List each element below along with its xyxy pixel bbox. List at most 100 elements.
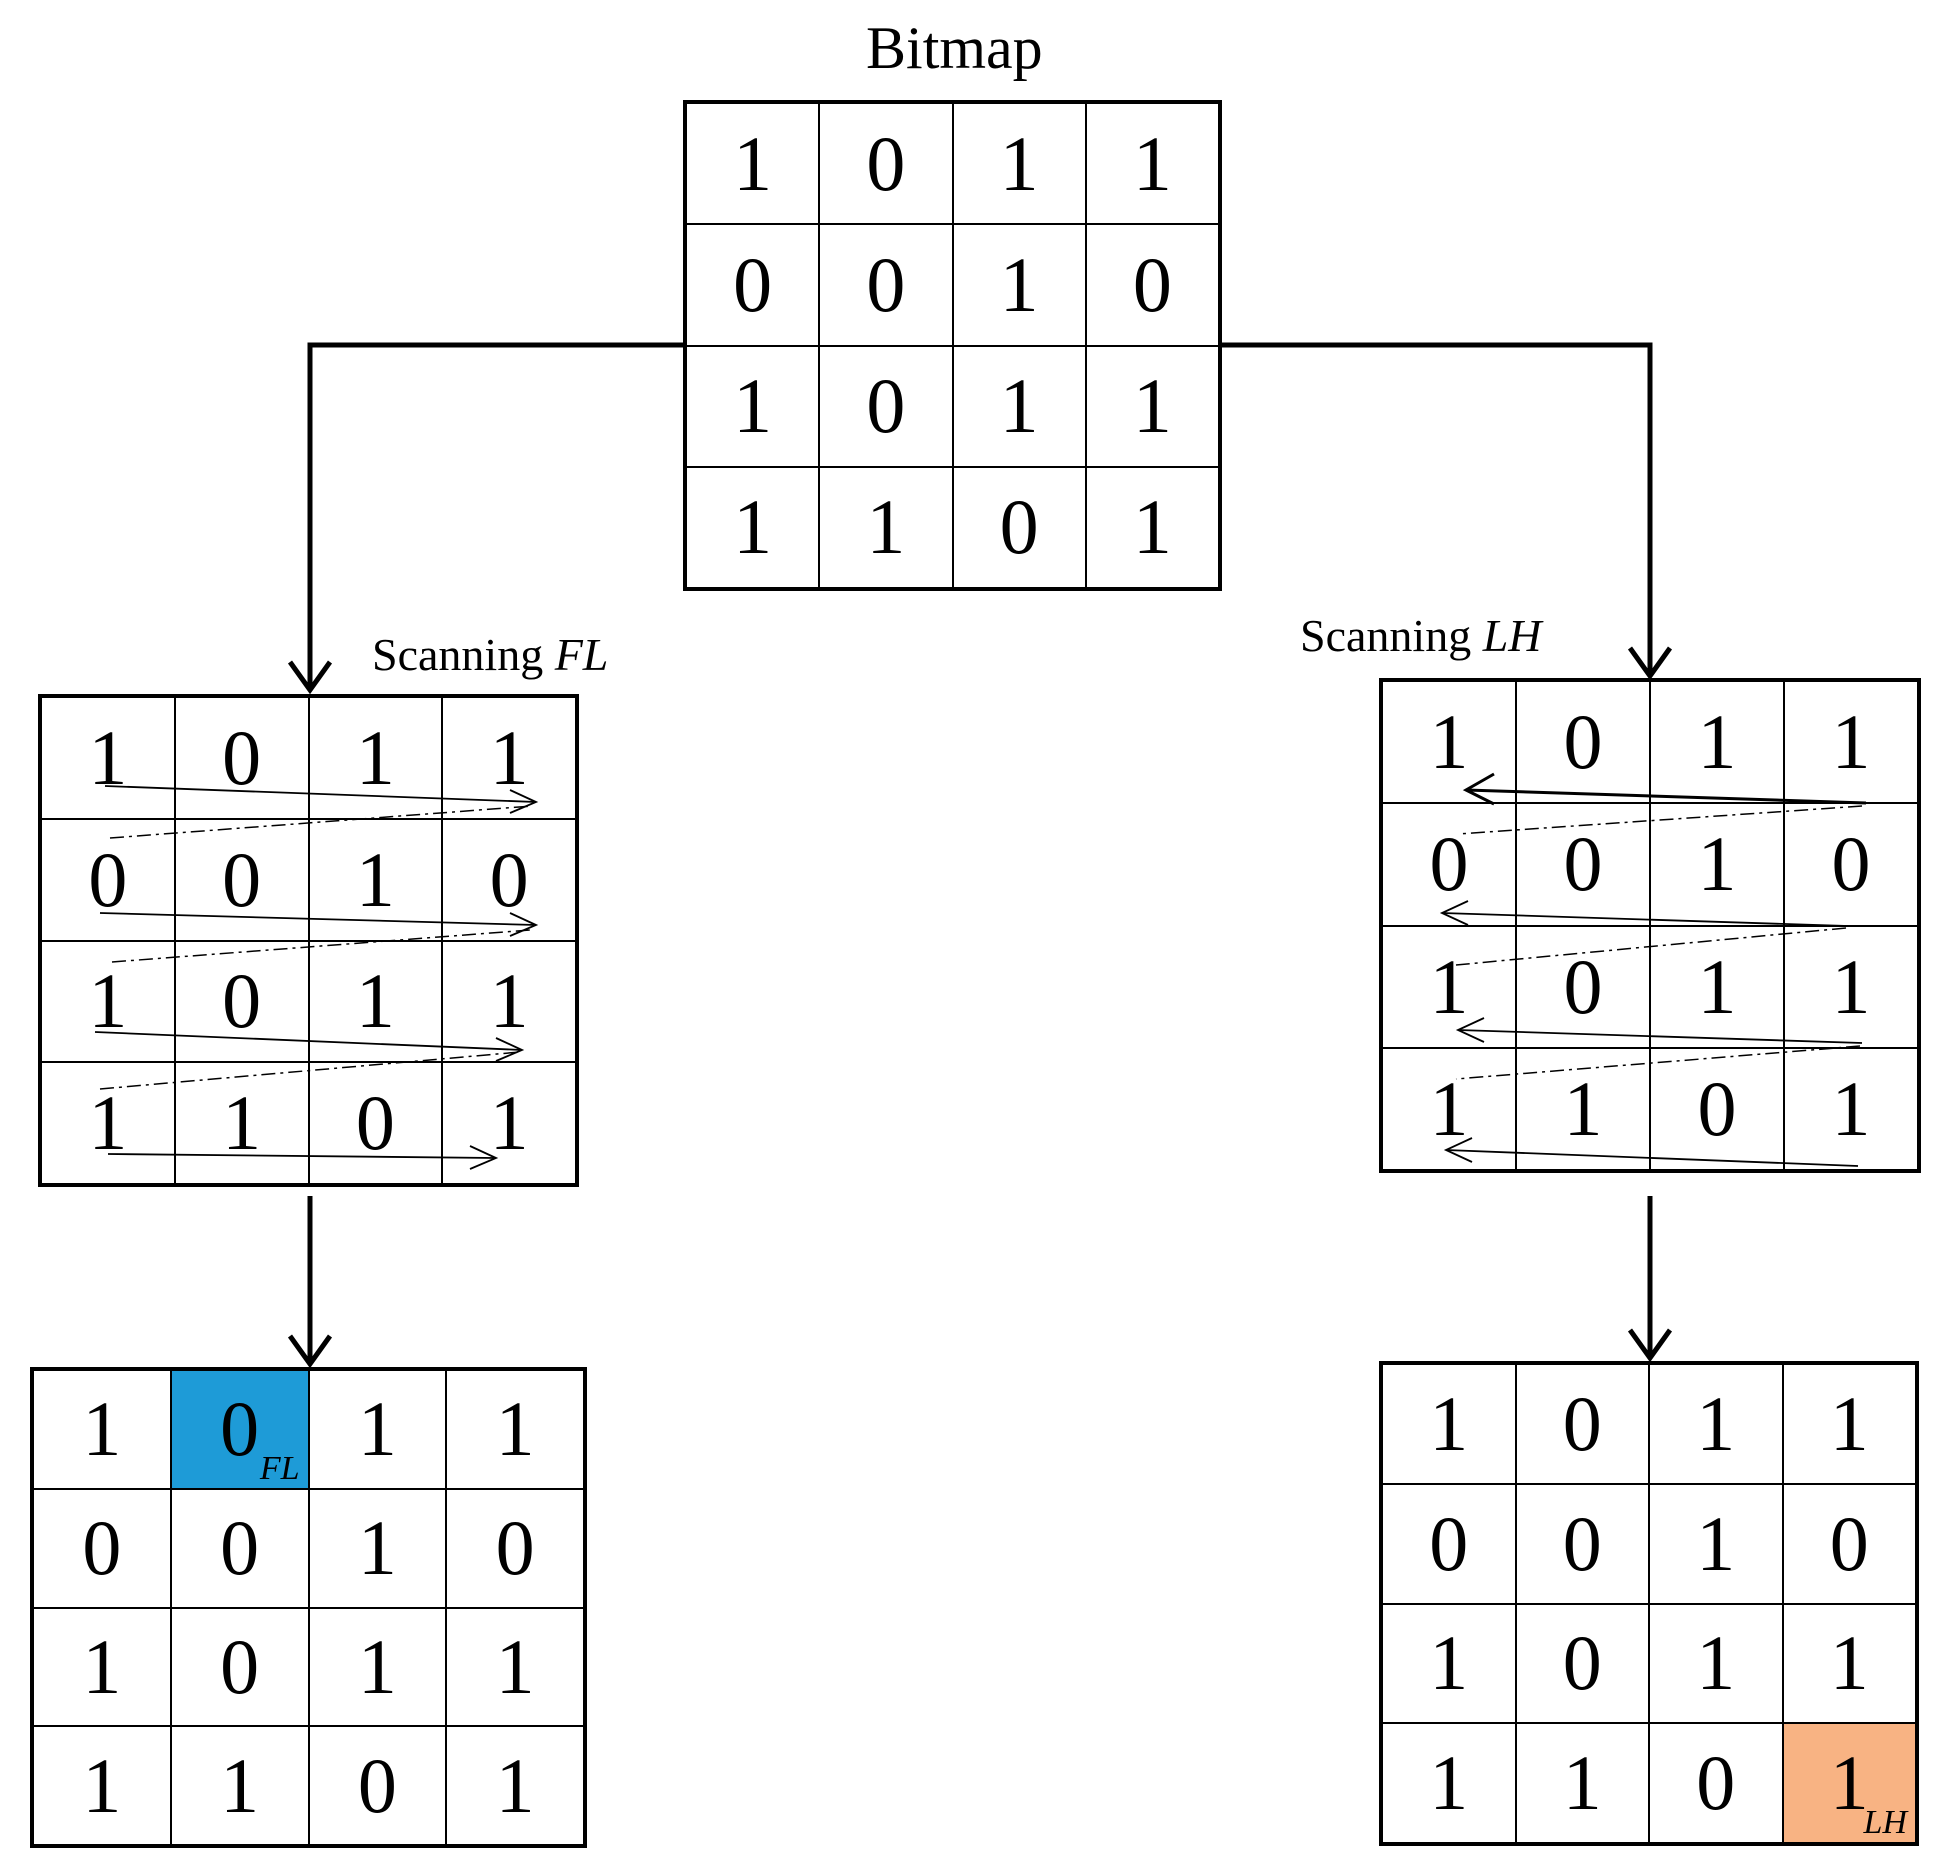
fl-result-cell-value: 0 (220, 1504, 260, 1592)
lh-result-highlight-subscript: LH (1863, 1804, 1907, 1841)
lh-result-cell-value: 0 (1429, 1499, 1469, 1587)
lh-scan-cell: 1 (1382, 925, 1516, 1048)
fl-scan-cell: 1 (442, 940, 576, 1063)
lh-scan-cell-value: 1 (1429, 1064, 1469, 1152)
lh-scan-cell-value: 1 (1429, 942, 1469, 1030)
bitmap-cell-value: 0 (1132, 240, 1172, 328)
fl-result-cell-value: 0 (82, 1504, 122, 1592)
fl-result-cell-value: 1 (357, 1504, 397, 1592)
bitmap-cell-value: 1 (999, 362, 1039, 450)
lh-result-cell-value: 0 (1562, 1499, 1602, 1587)
fl-scan-cell: 1 (442, 697, 576, 819)
fl-result-cell-value: 1 (82, 1741, 122, 1829)
lh-scan-cell: 1 (1650, 925, 1784, 1048)
lh-scan-cell-value: 1 (1831, 1064, 1871, 1152)
bitmap-cell: 0 (819, 103, 953, 225)
fl-scan-cell-value: 1 (489, 713, 529, 801)
fl-scan-cell: 0 (442, 818, 576, 941)
bitmap-cell-value: 1 (866, 483, 906, 571)
fl-result-cell: 1 (308, 1370, 447, 1489)
lh-result-cell: 0 (1782, 1483, 1916, 1604)
fl-scan-cell: 1 (41, 697, 175, 819)
lh-scan-cell: 1 (1382, 1047, 1516, 1170)
lh-result-cell-value: 0 (1562, 1619, 1602, 1707)
bitmap-cell-value: 1 (1132, 483, 1172, 571)
fl-result-cell: 1 (446, 1726, 584, 1845)
fl-scan-cell-value: 0 (88, 835, 128, 923)
bitmap-cell-value: 1 (733, 483, 773, 571)
fl-scan-cell: 0 (41, 818, 175, 941)
fl-result-cell: 1 (33, 1726, 171, 1845)
lh-result-cell: 0 (1515, 1603, 1649, 1724)
fl-scan-cell-value: 0 (355, 1079, 395, 1167)
bitmap-cell: 1 (1085, 466, 1219, 588)
lh-scan-cell: 1 (1650, 681, 1784, 804)
bitmap-cell-value: 0 (999, 483, 1039, 571)
fl-scan-cell-value: 1 (489, 1079, 529, 1167)
lh-result-cell-value: 0 (1696, 1739, 1736, 1827)
fl-result-cell: 1 (308, 1607, 447, 1727)
lh-result-cell-value: 1 (1429, 1739, 1469, 1827)
bitmap-cell: 1 (686, 466, 820, 588)
lh-scan-cell-value: 0 (1563, 820, 1603, 908)
fl-result-cell-value: 1 (357, 1622, 397, 1710)
lh-result-cell-value: 1 (1829, 1379, 1869, 1467)
lh-scan-cell-value: 0 (1429, 820, 1469, 908)
scanning-fl-code: FL (554, 629, 609, 680)
fl-result-cell: 1 (33, 1370, 171, 1489)
lh-scan-cell: 1 (1784, 1047, 1918, 1170)
fl-result-cell: 1 (446, 1370, 584, 1489)
lh-result-cell-value: 1 (1696, 1499, 1736, 1587)
fl-scan-cell-value: 0 (222, 713, 262, 801)
fl-scan-cell-value: 0 (489, 835, 529, 923)
fl-result-cell-value: 0 (220, 1622, 260, 1710)
fl-result-cell: 1 (170, 1726, 309, 1845)
scanning-lh-label: Scanning LH (1300, 609, 1542, 662)
lh-result-cell-value: 0 (1829, 1499, 1869, 1587)
fl-result-cell-value: 1 (82, 1385, 122, 1473)
bitmap-cell: 1 (819, 466, 953, 588)
bitmap-cell-value: 1 (1132, 119, 1172, 207)
lh-scan-cell-value: 1 (1831, 698, 1871, 786)
bitmap-cell: 1 (686, 103, 820, 225)
fl-scan-cell-value: 0 (222, 957, 262, 1045)
scanning-fl-word: Scanning (372, 629, 544, 680)
lh-result-cell: 0 (1649, 1723, 1783, 1843)
bitmap-cell-value: 1 (733, 362, 773, 450)
fl-result-cell: 0 (446, 1488, 584, 1608)
bitmap-cell-value: 1 (733, 119, 773, 207)
lh-result-cell: 1 (1782, 1364, 1916, 1484)
bitmap-cell: 0 (819, 224, 953, 346)
arrowhead-lh-result (1627, 1328, 1673, 1363)
bitmap-cell: 0 (952, 466, 1086, 588)
bitmap-cell: 1 (1085, 345, 1219, 467)
lh-scan-cell-value: 0 (1563, 698, 1603, 786)
bitmap-cell: 1 (952, 345, 1086, 467)
bitmap-cell-value: 1 (999, 240, 1039, 328)
lh-result-cell-value: 1 (1829, 1619, 1869, 1707)
scanning-lh-word: Scanning (1300, 610, 1472, 661)
fl-scan-cell: 1 (174, 1062, 309, 1184)
lh-result-cell-value: 1 (1429, 1619, 1469, 1707)
lh-scan-cell-value: 1 (1563, 1064, 1603, 1152)
fl-scan-cell: 1 (41, 1062, 175, 1184)
lh-scan-cell-value: 0 (1831, 820, 1871, 908)
bitmap-cell-value: 0 (866, 362, 906, 450)
bitmap-cell: 1 (686, 345, 820, 467)
fl-result-cell: 1 (33, 1607, 171, 1727)
lh-result-cell: 1 (1649, 1483, 1783, 1604)
fl-result-cell: 0 (33, 1488, 171, 1608)
fl-scan-cell: 0 (174, 940, 309, 1063)
bitmap-cell-value: 0 (866, 240, 906, 328)
fl-scan-cell-value: 1 (355, 713, 395, 801)
fl-scan-cell: 1 (308, 818, 443, 941)
scanning-fl-label: Scanning FL (372, 628, 608, 681)
fl-scan-cell-value: 1 (489, 957, 529, 1045)
lh-result-cell-value: 1 (1696, 1619, 1736, 1707)
fl-result-cell-value: 0 (495, 1504, 535, 1592)
fl-scan-cell-value: 0 (222, 835, 262, 923)
lh-result-cell-value: 0 (1562, 1379, 1602, 1467)
lh-scan-cell: 1 (1784, 925, 1918, 1048)
fl-scan-cell: 1 (308, 697, 443, 819)
